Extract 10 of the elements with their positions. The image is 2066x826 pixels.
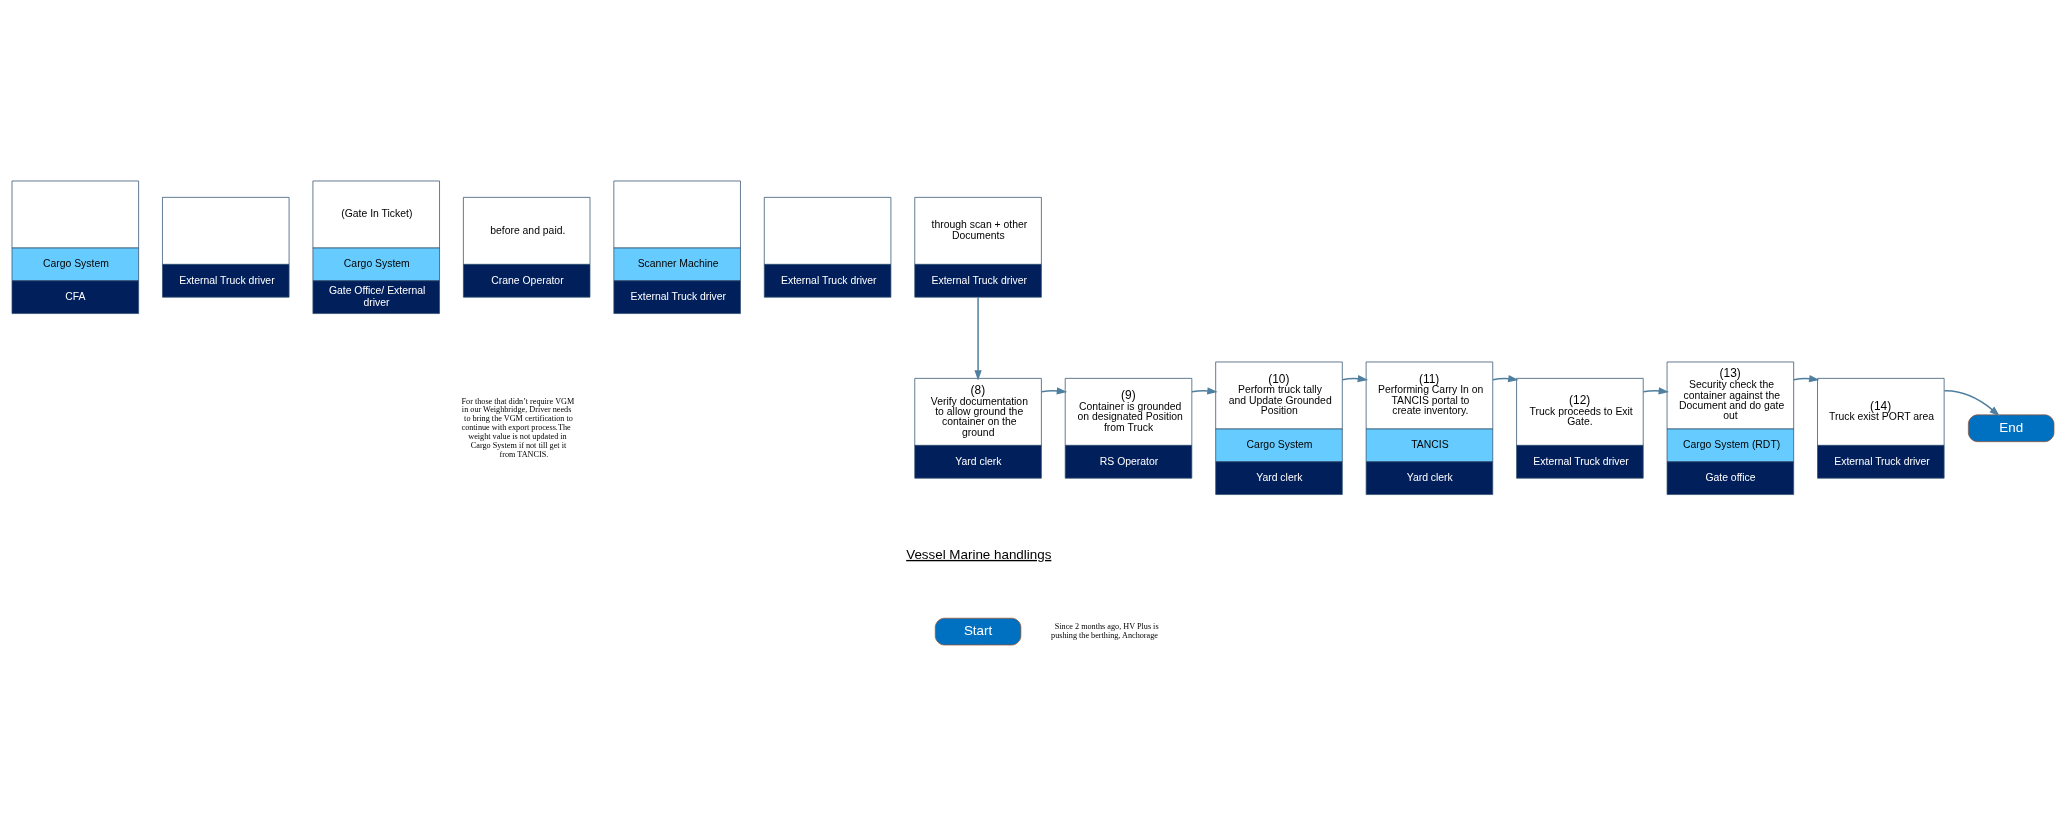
arrow	[974, 296, 982, 381]
label: For those that didn’t require VGM in our Weighbridge, Driver needs to bring the VGM certification to continue with export process.The weight value is not updated in Cargo System if not till get it from TANCIS.	[461, 396, 575, 460]
node-box: End	[1967, 414, 2055, 443]
arrow	[1943, 390, 2000, 417]
arrow	[1040, 387, 1068, 395]
arrow	[1191, 387, 1218, 395]
label: Since 2 months ago, HV Plus is pushing the berthing, Anchorage	[1051, 622, 1159, 641]
label: Vessel Marine handlings	[906, 546, 1052, 562]
arrow	[1642, 387, 1670, 395]
node-box: Start	[934, 617, 1022, 646]
